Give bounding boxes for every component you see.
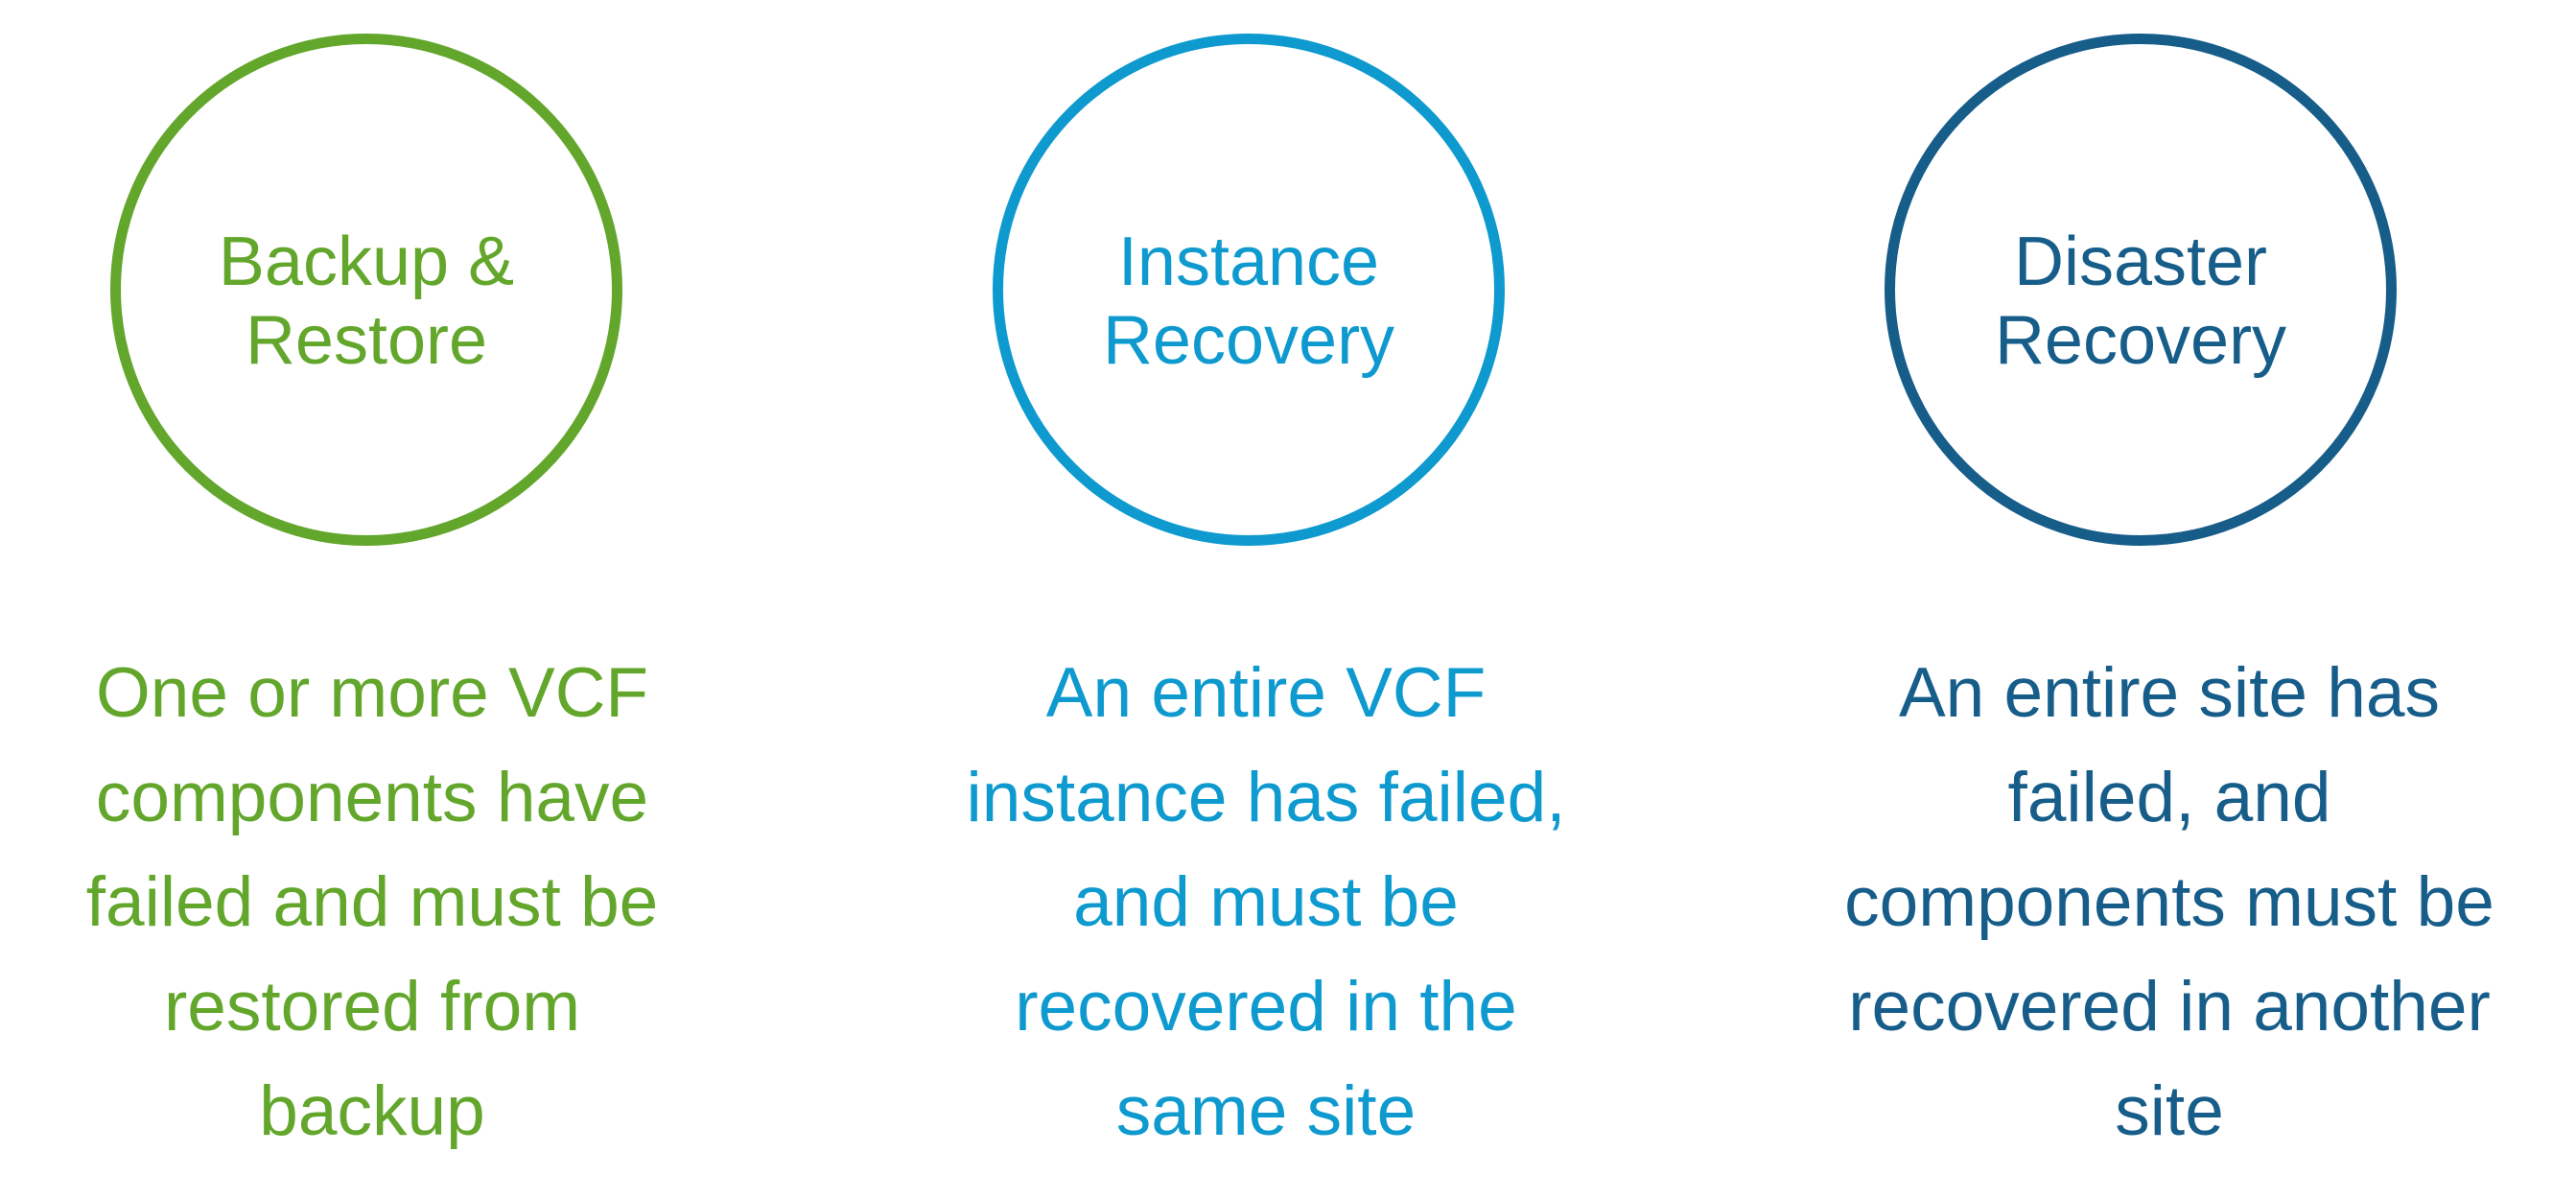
circle-label-line: Recovery — [1994, 302, 2287, 379]
description-line: An entire VCF — [1045, 654, 1487, 732]
circle-label-line: Instance — [1117, 223, 1380, 300]
instance-recovery-circle-label: Instance Recovery — [1103, 223, 1394, 380]
description-line: recovered in another — [1848, 968, 2491, 1046]
description-line: restored from — [163, 968, 581, 1046]
description-line: One or more VCF — [95, 654, 649, 732]
description-line: site — [2115, 1072, 2224, 1150]
circle-label-line: Backup & — [218, 223, 515, 300]
description-line: and must be — [1073, 863, 1459, 941]
circle-label-line: Disaster — [2013, 223, 2268, 300]
instance-recovery-description: An entire VCF instance has failed, and m… — [834, 641, 1698, 1164]
description-line: components have — [95, 759, 649, 836]
description-line: same site — [1115, 1072, 1417, 1150]
circle-label-line: Recovery — [1102, 302, 1395, 379]
description-line: instance has failed, — [966, 759, 1566, 836]
disaster-recovery-description: An entire site has failed, and component… — [1738, 641, 2576, 1164]
description-line: backup — [259, 1072, 485, 1150]
description-line: failed, and — [2007, 759, 2331, 836]
disaster-recovery-circle-label: Disaster Recovery — [1995, 223, 2286, 380]
description-line: failed and must be — [85, 863, 659, 941]
description-line: An entire site has — [1898, 654, 2441, 732]
disaster-recovery-circle: Disaster Recovery — [1885, 34, 2397, 546]
backup-restore-circle-label: Backup & Restore — [219, 223, 514, 380]
description-line: components must be — [1844, 863, 2494, 941]
backup-restore-description: One or more VCF components have failed a… — [0, 641, 804, 1164]
description-line: recovered in the — [1015, 968, 1517, 1046]
circle-label-line: Restore — [245, 302, 488, 379]
backup-restore-circle: Backup & Restore — [110, 34, 622, 546]
instance-recovery-circle: Instance Recovery — [993, 34, 1505, 546]
